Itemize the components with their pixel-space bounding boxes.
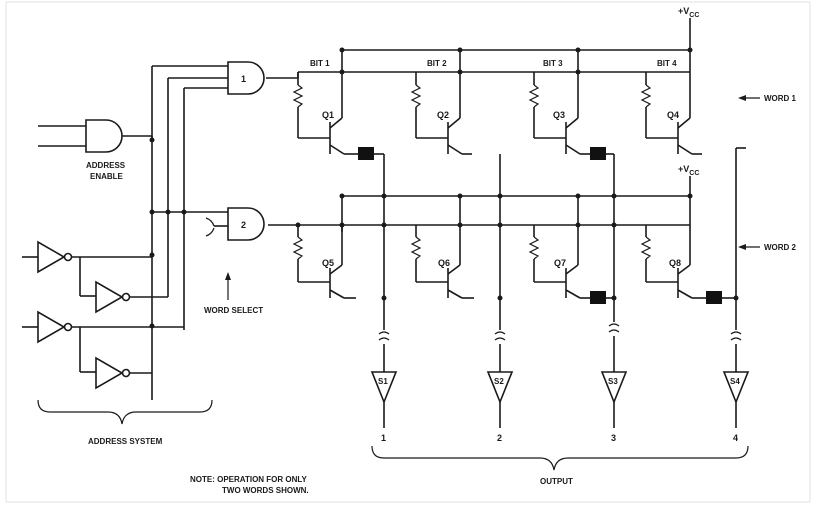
s1-label: S1: [378, 377, 388, 386]
cell-q7: Q7: [528, 225, 614, 304]
word-select-label: WORD SELECT: [204, 306, 263, 315]
transistor-cells: Q1 Q2 Q3: [292, 72, 736, 304]
bit4-label: BIT 4: [657, 59, 677, 68]
gate1-label: 1: [241, 74, 246, 84]
gate2-label: 2: [241, 220, 246, 230]
s4-label: S4: [730, 377, 740, 386]
address-enable-label-1: ADDRESS: [86, 161, 126, 170]
q3-label: Q3: [553, 110, 565, 120]
note-line-2: TWO WORDS SHOWN.: [222, 486, 309, 495]
output-1-label: 1: [381, 433, 386, 443]
output-4-label: 4: [733, 433, 738, 443]
address-enable-gate: ADDRESS ENABLE: [38, 119, 153, 181]
bit2-label: BIT 2: [427, 59, 447, 68]
address-enable-label-2: ENABLE: [90, 172, 124, 181]
s3-label: S3: [608, 377, 618, 386]
word-lines: WORD 1 WORD 2: [266, 72, 797, 252]
vcc-rails: [298, 18, 693, 265]
cell-q3: Q3: [528, 72, 614, 160]
address-system-brace: [37, 399, 213, 425]
and-gate-2: 2: [152, 207, 265, 241]
sense-amp-s3: S3 3: [600, 371, 628, 443]
cell-q8: Q8: [640, 225, 736, 304]
cell-q5: Q5: [292, 225, 356, 299]
note: NOTE: OPERATION FOR ONLY TWO WORDS SHOWN…: [190, 475, 309, 495]
cell-q2: Q2: [410, 72, 472, 155]
output-label: OUTPUT: [540, 477, 573, 486]
address-system-label: ADDRESS SYSTEM: [88, 437, 163, 446]
sense-amp-s2: S2 2: [486, 371, 514, 443]
bit1-label: BIT 1: [310, 59, 330, 68]
q8-label: Q8: [669, 258, 681, 268]
cell-q6: Q6: [410, 225, 474, 299]
sense-amp-s1: S1 1: [370, 371, 398, 443]
and-gate-1: 1: [152, 61, 265, 95]
q6-label: Q6: [438, 258, 450, 268]
sense-amp-s4: S4 4: [722, 371, 750, 443]
q4-label: Q4: [667, 110, 679, 120]
q1-label: Q1: [322, 110, 334, 120]
q5-label: Q5: [322, 258, 334, 268]
sense-columns: [378, 148, 742, 372]
word2-label: WORD 2: [764, 243, 797, 252]
address-bus: WORD SELECT: [149, 66, 263, 400]
cell-q1: Q1: [292, 72, 384, 160]
s2-label: S2: [494, 377, 504, 386]
output-2-label: 2: [497, 433, 502, 443]
q7-label: Q7: [554, 258, 566, 268]
address-inverters: ADDRESS SYSTEM: [22, 240, 213, 446]
q2-label: Q2: [437, 110, 449, 120]
sense-amplifiers: S1 1 S2 2 S3 3 S4 4 OUTPUT: [370, 371, 750, 486]
vcc-top-label: +VCC: [678, 6, 699, 19]
word1-label: WORD 1: [764, 94, 797, 103]
header-labels: +VCC +VCC BIT 1 BIT 2 BIT 3 BIT 4: [310, 6, 699, 177]
output-3-label: 3: [611, 433, 616, 443]
output-brace: [371, 445, 749, 471]
bit3-label: BIT 3: [543, 59, 563, 68]
cell-q4: Q4: [640, 72, 702, 155]
note-line-1: NOTE: OPERATION FOR ONLY: [190, 475, 308, 484]
vcc-mid-label: +VCC: [678, 164, 699, 177]
frame: [5, 1, 811, 503]
